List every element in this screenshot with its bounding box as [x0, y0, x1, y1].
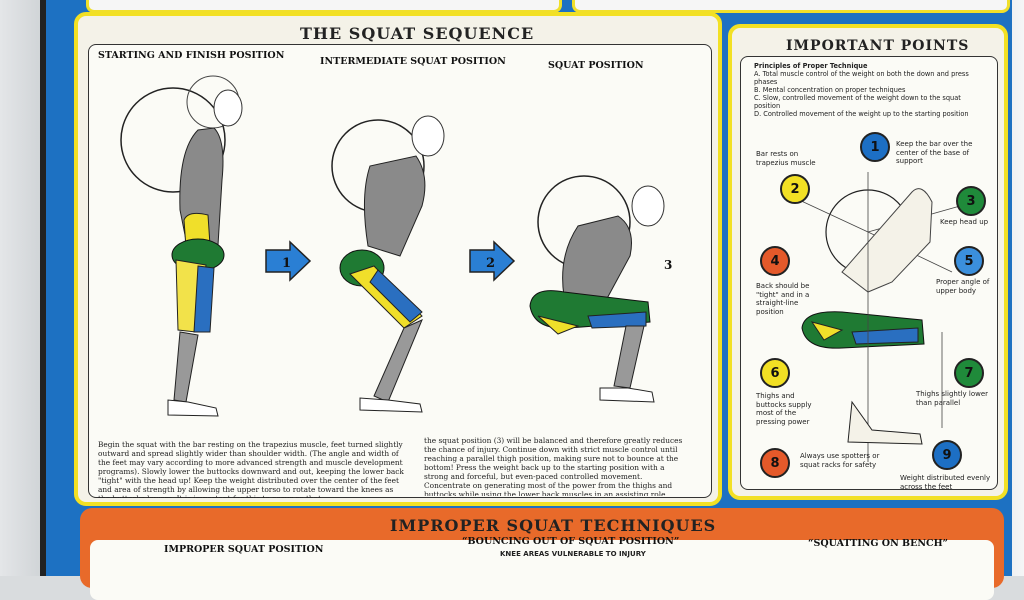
point-6-badge: 6: [760, 358, 790, 388]
arrow-step-2-label: 2: [486, 256, 496, 271]
top-panel-edge-left: [86, 0, 562, 13]
bouncing-label: “BOUNCING OUT OF SQUAT POSITION”: [462, 536, 680, 547]
top-panel-edge-right: [572, 0, 1010, 13]
point-6-text: Thighs and buttocks supply most of the p…: [756, 392, 812, 426]
improper-techniques-title: IMPROPER SQUAT TECHNIQUES: [390, 516, 717, 535]
point-5-badge: 5: [954, 246, 984, 276]
squat-sequence-title: THE SQUAT SEQUENCE: [300, 24, 535, 43]
figure-squat-diagram: [781, 172, 961, 462]
squat-sequence-panel: THE SQUAT SEQUENCE STARTING AND FINISH P…: [74, 12, 722, 506]
principles-title: Principles of Proper Technique: [754, 62, 868, 70]
figure-start-position: [120, 75, 243, 417]
point-2-text: Bar rests on trapezius muscle: [756, 150, 816, 167]
knee-vulnerable-label: KNEE AREAS VULNERABLE TO INJURY: [500, 550, 646, 558]
position-label-squat: SQUAT POSITION: [548, 60, 644, 71]
important-points-title: IMPORTANT POINTS: [786, 38, 970, 54]
improper-techniques-panel: IMPROPER SQUAT TECHNIQUES IMPROPER SQUAT…: [80, 508, 1004, 600]
point-3-badge: 3: [956, 186, 986, 216]
poster: THE SQUAT SEQUENCE STARTING AND FINISH P…: [40, 0, 1012, 600]
instruction-text-left: Begin the squat with the bar resting on …: [98, 440, 404, 498]
wall-left: [0, 0, 44, 576]
principle-a: A. Total muscle control of the weight on…: [754, 70, 969, 86]
instruction-text-right: the squat position (3) will be balanced …: [424, 436, 683, 496]
important-points-panel: IMPORTANT POINTS Principles of Proper Te…: [728, 24, 1008, 500]
point-8-text: Always use spotters or squat racks for s…: [800, 452, 880, 469]
figure-intermediate-position: [331, 115, 445, 413]
point-4-text: Back should be "tight" and in a straight…: [756, 282, 810, 316]
point-3-text: Keep head up: [940, 218, 989, 226]
point-5-text: Proper angle of upper body: [936, 278, 990, 295]
point-8-badge: 8: [760, 448, 790, 478]
point-9-badge: 9: [932, 440, 962, 470]
step-3-label: 3: [664, 258, 673, 272]
principle-b: B. Mental concentration on proper techni…: [754, 86, 906, 94]
arrow-step-2: [469, 240, 516, 282]
point-7-badge: 7: [954, 358, 984, 388]
position-label-start: STARTING AND FINISH POSITION: [98, 50, 285, 61]
point-7-text: Thighs slightly lower than parallel: [916, 390, 989, 407]
arrow-step-1: [265, 240, 312, 282]
improper-techniques-inner: IMPROPER SQUAT POSITION “BOUNCING OUT OF…: [90, 536, 994, 600]
figure-squat-position: [529, 175, 665, 403]
point-9-text: Weight distributed evenly across the fee…: [900, 474, 991, 491]
improper-position-label: IMPROPER SQUAT POSITION: [164, 544, 324, 555]
point-1-badge: 1: [860, 132, 890, 162]
point-1-text: Keep the bar over the center of the base…: [896, 140, 973, 165]
principle-d: D. Controlled movement of the weight up …: [754, 110, 969, 118]
point-2-badge: 2: [780, 174, 810, 204]
squatting-on-bench-label: “SQUATTING ON BENCH”: [808, 538, 949, 549]
point-4-badge: 4: [760, 246, 790, 276]
position-label-intermediate: INTERMEDIATE SQUAT POSITION: [320, 56, 506, 67]
principle-c: C. Slow, controlled movement of the weig…: [754, 94, 961, 110]
arrow-step-1-label: 1: [282, 256, 292, 271]
